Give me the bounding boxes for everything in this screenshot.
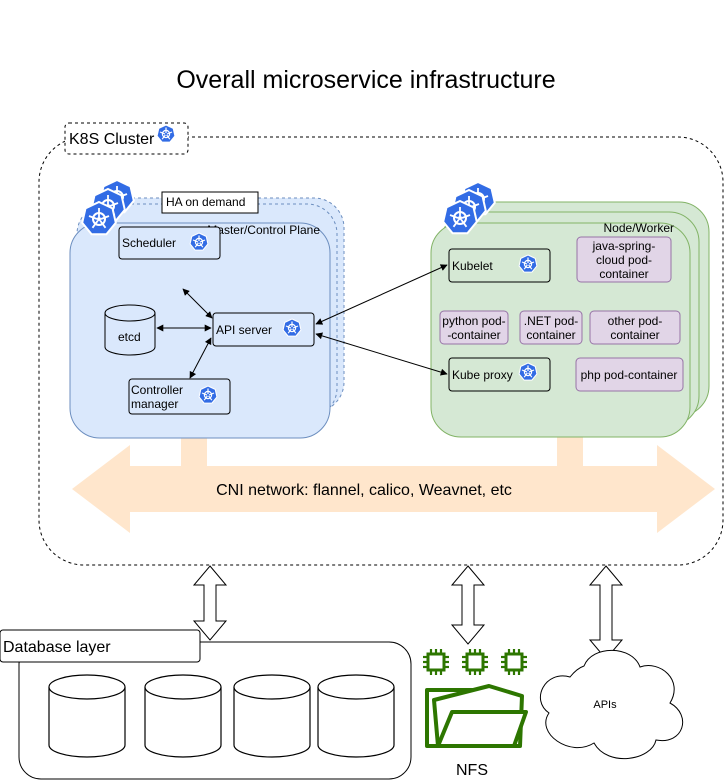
python-pod-label-line1: python pod- <box>442 314 505 328</box>
api-server-label: API server <box>216 323 272 337</box>
kubernetes-icon <box>81 201 117 236</box>
chip-icon <box>421 647 451 677</box>
other-pod-container <box>589 310 681 345</box>
php-pod-container <box>575 357 684 392</box>
database-layer-label: Database layer <box>3 639 111 656</box>
etcd-database <box>104 304 156 356</box>
ha-on-demand-box <box>161 191 259 214</box>
database-cylinder <box>233 674 311 758</box>
master-title: Master/Control Plane <box>207 223 320 237</box>
chip-icon <box>499 647 529 677</box>
kubernetes-icon <box>518 362 538 381</box>
cni-network-label: CNI network: flannel, calico, Weavnet, e… <box>216 482 512 499</box>
scheduler-label: Scheduler <box>122 236 176 250</box>
kubernetes-icon <box>198 385 218 404</box>
arrow-api-kubelet <box>315 264 448 325</box>
kubernetes-icon <box>518 254 538 273</box>
diagram-title: Overall microservice infrastructure <box>176 66 555 94</box>
database-layer-label-box <box>0 629 201 663</box>
other-pod-label-line1: other pod- <box>608 314 663 328</box>
dotnet-pod-container <box>519 310 583 345</box>
python-pod-container <box>439 310 509 345</box>
database-cylinder <box>48 674 126 758</box>
python-pod-label-line2: -container <box>447 328 500 342</box>
cni-network: CNI network: flannel, calico, Weavnet, e… <box>72 437 715 533</box>
worker-title: Node/Worker <box>604 221 674 235</box>
java-pod-label-line2: cloud pod- <box>596 253 652 267</box>
dotnet-pod-label-line1: .NET pod- <box>524 314 578 328</box>
nfs-label: NFS <box>456 762 488 779</box>
other-pod-label-line2: container <box>610 328 659 342</box>
chip-icon <box>460 647 490 677</box>
kube-proxy-label: Kube proxy <box>452 368 513 382</box>
dotnet-pod-label-line2: container <box>526 328 575 342</box>
arrow-api-kube-proxy <box>315 332 448 376</box>
cloud-shape <box>539 649 684 760</box>
cluster-apis-arrow <box>588 565 624 660</box>
java-pod-label-line1: java-spring- <box>592 239 656 253</box>
k8s-cluster-label-box <box>64 122 189 155</box>
cluster-database-arrow <box>192 565 228 641</box>
database-cylinder <box>144 674 222 758</box>
arrow-scheduler-api <box>182 288 213 319</box>
kubernetes-icon <box>282 318 302 337</box>
java-pod-container <box>576 236 672 283</box>
k8s-cluster-boundary <box>38 136 724 566</box>
apis-label: APIs <box>593 699 617 711</box>
kubernetes-icon <box>156 124 176 143</box>
controller-manager-label-line2: manager <box>131 397 178 411</box>
k8s-cluster-label: K8S Cluster <box>69 131 155 148</box>
arrow-controller-api <box>189 337 212 379</box>
etcd-label: etcd <box>118 330 141 344</box>
kubernetes-icon <box>189 232 209 251</box>
kubelet-label: Kubelet <box>452 259 493 273</box>
php-pod-label: php pod-container <box>581 368 678 382</box>
java-pod-label-line3: container <box>599 267 648 281</box>
folder-icon <box>425 684 528 748</box>
database-cylinder <box>317 674 395 758</box>
cluster-nfs-arrow <box>450 565 486 645</box>
ha-on-demand-label: HA on demand <box>166 195 245 209</box>
kubernetes-icon <box>442 200 478 235</box>
controller-manager-label-line1: Controller <box>131 383 183 397</box>
